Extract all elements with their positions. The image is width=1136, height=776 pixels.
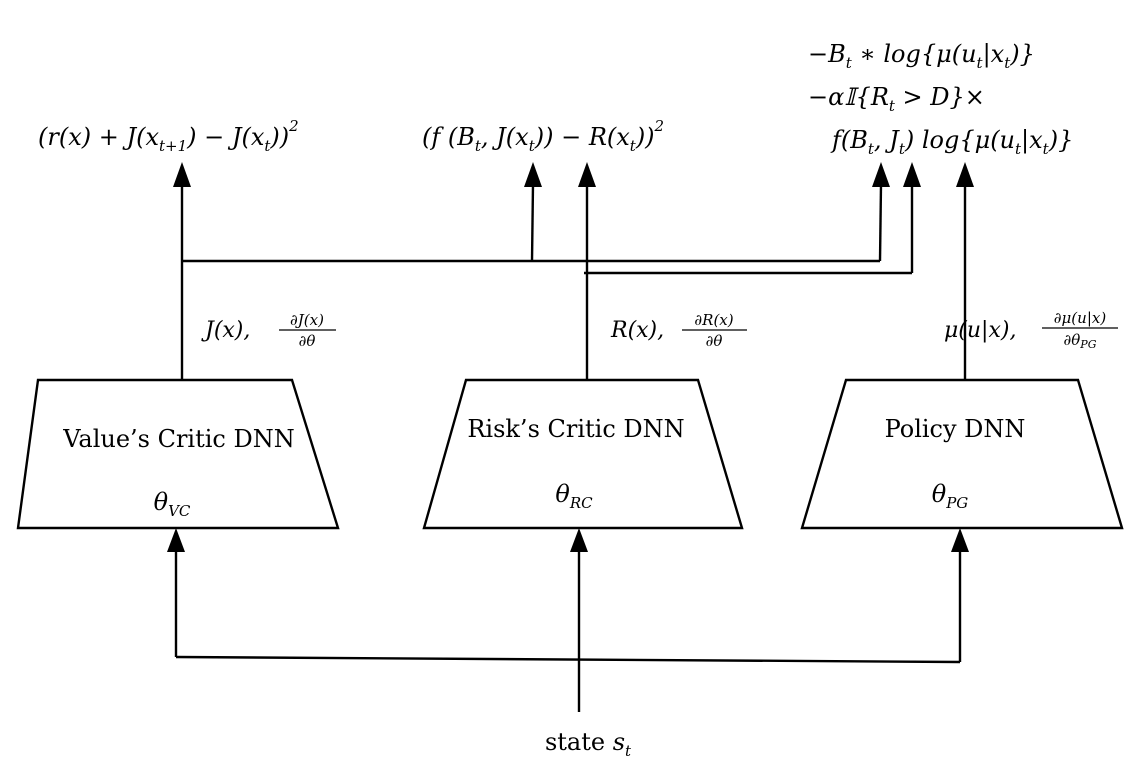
value-output-frac-num: ∂J(x) [290,311,324,329]
value-critic-dnn: Value’s Critic DNN θVC [16,378,340,530]
value-to-policy-loss-arrowhead [872,162,890,187]
risk-output-frac-num: ∂R(x) [694,311,733,329]
output-connections [173,162,974,380]
policy-box [800,378,1124,530]
input-bus-line [175,655,961,664]
policy-title: Policy DNN [885,415,1026,443]
value-output-main: J(x), [201,318,250,343]
value-to-risk-loss-line [530,183,535,262]
value-output-frac-den: ∂θ [299,332,316,350]
risk-output-main: R(x), [610,318,664,343]
risk-critic-dnn: Risk’s Critic DNN θRC [422,378,744,530]
policy-output-frac-num: ∂μ(u|x) [1054,309,1107,327]
value-to-risk-loss-arrowhead [524,162,542,187]
value-output-label: J(x), ∂J(x) ∂θ [201,311,336,350]
value-critic-param: θVC [154,488,191,520]
risk-output-label: R(x), ∂R(x) ∂θ [610,311,747,350]
value-input-arrowhead [167,528,185,552]
value-critic-box [16,378,340,530]
policy-output-frac-den: ∂θPG [1064,331,1097,351]
policy-loss-line2: −α𝕀{Rt > D}× [808,83,985,115]
risk-loss: (f (Bt, J(xt)) − R(xt))2 [422,117,664,155]
risk-critic-box [422,378,744,530]
input-connections [167,528,969,712]
risk-critic-param: θRC [555,480,593,512]
risk-loss-arrowhead [578,162,596,187]
policy-output-label: μ(u|x), ∂μ(u|x) ∂θPG [944,309,1118,351]
value-to-policy-loss-line [878,183,883,262]
policy-dnn: Policy DNN θPG [800,378,1124,530]
policy-input-arrowhead [951,528,969,552]
risk-critic-title: Risk’s Critic DNN [467,415,684,443]
policy-loss-arrowhead [956,162,974,187]
policy-loss-line3: f(Bt, Jt) log{μ(ut|xt)} [830,126,1073,158]
risk-input-arrowhead [570,528,588,552]
risk-to-policy-loss-arrowhead [903,162,921,187]
value-loss: (r(x) + J(xt+1) − J(xt))2 [38,117,299,155]
value-loss-arrowhead [173,162,191,187]
policy-loss: −Bt ∗ log{μ(ut|xt)} −α𝕀{Rt > D}× f(Bt, J… [808,40,1073,158]
policy-loss-line1: −Bt ∗ log{μ(ut|xt)} [808,40,1035,72]
policy-param: θPG [932,480,969,512]
policy-output-main: μ(u|x), [944,318,1016,343]
state-input-label: state st [545,728,632,760]
value-critic-title: Value’s Critic DNN [62,425,295,453]
risk-output-frac-den: ∂θ [706,332,723,350]
